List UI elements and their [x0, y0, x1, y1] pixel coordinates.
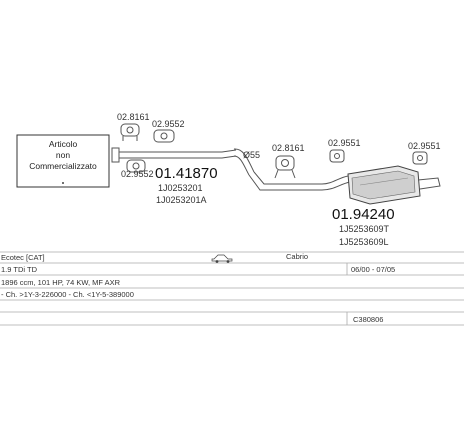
label-hanger-top: 02.8161 [117, 112, 150, 122]
notice-line-2: non [56, 150, 70, 160]
hanger-02-9552-bottom [126, 159, 146, 173]
not-available-notice: Articolo non Commercializzato [16, 134, 110, 188]
hanger-02-8161-top [120, 123, 140, 141]
notice-line-1: Articolo [49, 139, 78, 149]
rear-silencer-drawing [347, 165, 441, 205]
engine-cell: 1.9 TDi TD [1, 265, 38, 274]
model-cell: Ecotec [CAT] [1, 253, 45, 262]
rear-box-part-number: 01.94240 [332, 206, 395, 223]
hanger-02-8161-mid [274, 155, 296, 179]
hanger-02-9551-left [329, 149, 345, 163]
rear-box-oe-1: 1J5253609T [339, 224, 390, 234]
label-mid-hanger: 02.8161 [272, 143, 305, 153]
label-hanger-top2: 02.9552 [152, 119, 185, 129]
spec-line-2: - Ch. >1Y-3-226000 - Ch. <1Y-5-389000 [1, 290, 134, 299]
label-rear-hanger-2: 02.9551 [408, 141, 441, 151]
diameter-label: Ø55 [243, 150, 260, 160]
mid-pipe-drawing [248, 171, 351, 191]
label-rear-hanger-1: 02.9551 [328, 138, 361, 148]
front-pipe-oe-1: 1J0253201 [158, 183, 203, 193]
notice-line-3: Commercializzato [29, 161, 97, 171]
hanger-02-9551-right [412, 151, 428, 165]
hanger-02-9552-top [153, 129, 175, 143]
car-silhouette-icon [211, 254, 233, 263]
ref-code: C380806 [353, 315, 383, 324]
spec-table: Ecotec [CAT] Cabrio 1.9 TDi TD 06/00 - 0… [0, 251, 464, 326]
label-hanger-bottom: 02.9552 [121, 169, 154, 179]
spec-line-1: 1896 ccm, 101 HP, 74 KW, MF AXR [1, 278, 121, 287]
front-pipe-part-number: 01.41870 [155, 165, 218, 182]
dates-cell: 06/00 - 07/05 [351, 265, 395, 274]
rear-box-oe-2: 1J5253609L [339, 237, 389, 247]
front-pipe-oe-2: 1J0253201A [156, 195, 207, 205]
body-cell: Cabrio [286, 252, 308, 261]
front-pipe-drawing [111, 147, 255, 176]
